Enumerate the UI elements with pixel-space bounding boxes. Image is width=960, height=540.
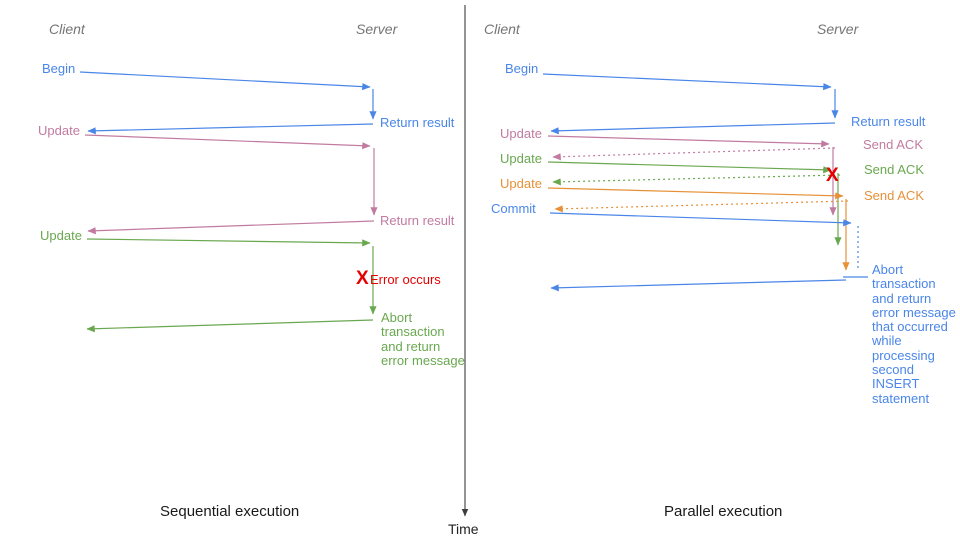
left-caption: Sequential execution bbox=[160, 503, 300, 520]
time-axis-label: Time bbox=[448, 521, 479, 537]
left-abort-return-arrow bbox=[86, 319, 374, 333]
right-client-header: Client bbox=[484, 21, 520, 37]
right-begin-return-arrow bbox=[550, 122, 836, 135]
right-update3-request-arrow bbox=[547, 187, 844, 200]
right-abort-message: Abort transaction and return error messa… bbox=[872, 262, 956, 406]
right-begin-label: Begin bbox=[505, 61, 539, 76]
left-error-x-mark: X bbox=[356, 268, 369, 289]
left-abort-message: Abort transaction and return error messa… bbox=[381, 310, 465, 368]
right-update1-request-arrow bbox=[547, 135, 830, 148]
right-update2-request-arrow bbox=[547, 161, 832, 174]
right-send-ack-3-label: Send ACK bbox=[864, 188, 924, 203]
right-send-ack-2-label: Send ACK bbox=[864, 162, 924, 177]
right-commit-request-arrow bbox=[549, 212, 852, 227]
right-panel-arrows bbox=[542, 73, 868, 292]
left-return-result-1-label: Return result bbox=[380, 115, 455, 130]
left-begin-return-arrow bbox=[87, 123, 374, 135]
right-ack2-dotted-arrow bbox=[552, 174, 841, 186]
left-return-result-2-label: Return result bbox=[380, 213, 455, 228]
right-error-x-mark: X bbox=[826, 165, 839, 186]
right-begin-request-arrow bbox=[542, 73, 832, 91]
right-abort-return-arrow bbox=[550, 279, 847, 292]
right-ack1-dotted-arrow bbox=[552, 147, 836, 161]
right-server-header: Server bbox=[817, 21, 859, 37]
left-update2-request-arrow bbox=[86, 238, 371, 247]
right-ack3-dotted-arrow bbox=[554, 200, 849, 213]
left-update-2-label: Update bbox=[40, 228, 82, 243]
left-client-header: Client bbox=[49, 21, 85, 37]
left-update1-request-arrow bbox=[84, 134, 371, 150]
left-update-1-label: Update bbox=[38, 123, 80, 138]
left-update1-return-arrow bbox=[87, 220, 375, 235]
left-server-header: Server bbox=[356, 21, 398, 37]
right-caption: Parallel execution bbox=[664, 503, 783, 520]
right-update-3-label: Update bbox=[500, 176, 542, 191]
left-error-occurs-label: Error occurs bbox=[370, 272, 441, 287]
right-update-1-label: Update bbox=[500, 126, 542, 141]
right-commit-label: Commit bbox=[491, 201, 536, 216]
right-send-ack-1-label: Send ACK bbox=[863, 137, 923, 152]
right-return-result-label: Return result bbox=[851, 114, 926, 129]
left-panel-arrows bbox=[79, 71, 378, 333]
left-begin-request-arrow bbox=[79, 71, 371, 91]
left-begin-label: Begin bbox=[42, 61, 76, 76]
right-update-2-label: Update bbox=[500, 151, 542, 166]
